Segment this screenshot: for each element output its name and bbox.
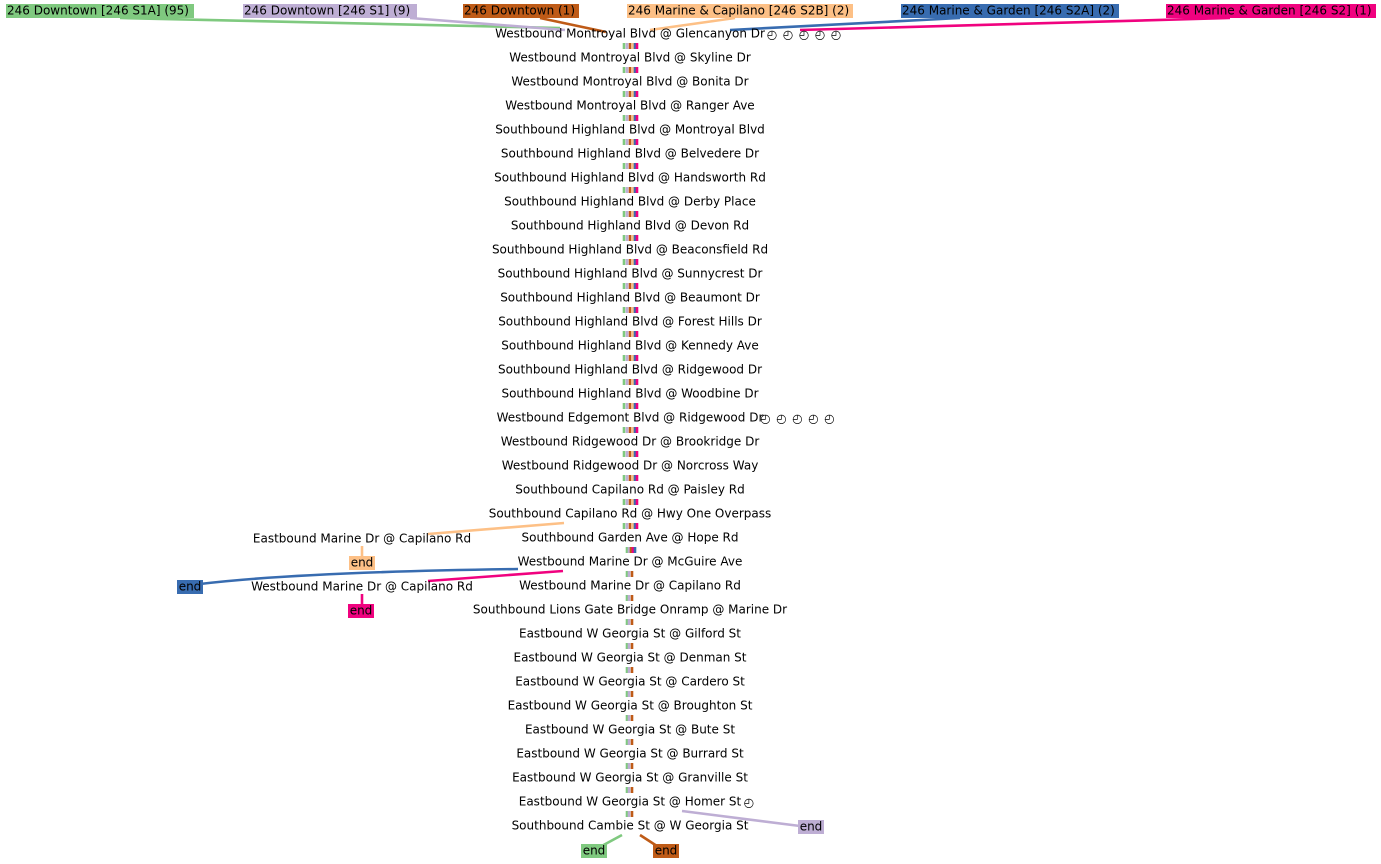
route-badge-label: 246 Downtown [246 S1] (9) [244, 4, 410, 18]
stop-label: Southbound Highland Blvd @ Forest Hills … [498, 315, 762, 329]
end-badge-bg [798, 820, 824, 834]
stop-label: Westbound Montroyal Blvd @ Skyline Dr [509, 51, 751, 65]
timepoint-icon: ◴ [792, 412, 803, 426]
stop-label: Southbound Cambie St @ W Georgia St [512, 819, 749, 833]
stop-label: Southbound Highland Blvd @ Sunnycrest Dr [498, 267, 763, 281]
stop-label: Westbound Edgemont Blvd @ Ridgewood Dr [497, 411, 764, 425]
end-badge-label: end [800, 820, 823, 834]
stop-label: Westbound Montroyal Blvd @ Bonita Dr [511, 75, 748, 89]
stop-label: Westbound Marine Dr @ Capilano Rd [519, 579, 741, 593]
end-badges: end end end end end end [177, 556, 824, 858]
stop-label: Eastbound W Georgia St @ Broughton St [508, 699, 753, 713]
stop-label: Southbound Highland Blvd @ Beaumont Dr [500, 291, 760, 305]
stop-label: Southbound Capilano Rd @ Paisley Rd [515, 483, 744, 497]
route-badge-bg [463, 4, 579, 18]
stop-labels: Westbound Montroyal Blvd @ Glencanyon Dr… [473, 27, 787, 833]
stop-label: Southbound Highland Blvd @ Kennedy Ave [501, 339, 758, 353]
route-connector-s1 [409, 16, 566, 32]
end-badge-label: end [179, 580, 202, 594]
end-badge-bg [653, 844, 679, 858]
stop-label: Eastbound W Georgia St @ Burrard St [516, 747, 744, 761]
branch-stop-labels: Eastbound Marine Dr @ Capilano Rd Westbou… [251, 532, 473, 594]
route-connector-dt1 [539, 16, 607, 34]
timepoint-icon: ◴ [783, 28, 794, 42]
route-badge-bg [6, 4, 194, 18]
trunk-lines [622, 43, 639, 817]
branch-connector-s2a [199, 567, 519, 586]
route-connector-s2a [729, 16, 961, 32]
stop-label: Eastbound W Georgia St @ Denman St [513, 651, 746, 665]
end-badge-label: end [583, 844, 606, 858]
stop-label: Southbound Highland Blvd @ Derby Place [504, 195, 756, 209]
route-badge-label: 246 Downtown (1) [464, 4, 575, 18]
stop-label: Southbound Lions Gate Bridge Onramp @ Ma… [473, 603, 787, 617]
timepoint-icon: ◴ [776, 412, 787, 426]
route-badge-label: 246 Marine & Capilano [246 S2B] (2) [628, 4, 849, 18]
end-badge-bg [348, 604, 374, 618]
end-badge-label: end [351, 556, 374, 570]
route-badge-bg [627, 4, 853, 18]
end-badge-label: end [350, 604, 373, 618]
timepoint-icon: ◴ [760, 412, 771, 426]
stop-label: Southbound Highland Blvd @ Belvedere Dr [501, 147, 759, 161]
end-badge-bg [581, 844, 607, 858]
stop-label: Eastbound W Georgia St @ Gilford St [519, 627, 741, 641]
branch-connector-s2 [427, 569, 564, 583]
route-badge-bg [243, 4, 417, 18]
route-badge-label: 246 Marine & Garden [246 S2A] (2) [902, 4, 1115, 18]
stop-label: Westbound Marine Dr @ McGuire Ave [518, 555, 743, 569]
stop-label: Southbound Highland Blvd @ Woodbine Dr [501, 387, 758, 401]
stop-label: Southbound Capilano Rd @ Hwy One Overpas… [489, 507, 772, 521]
timepoint-icon: ◴ [831, 28, 842, 42]
route-connector-s1a [119, 16, 561, 30]
timepoint-icon: ◴ [824, 412, 835, 426]
route-badge-label: 246 Downtown [246 S1A] (95) [7, 4, 189, 18]
end-badge-bg [177, 580, 203, 594]
stop-label: Southbound Highland Blvd @ Ridgewood Dr [498, 363, 762, 377]
branch-connector-s2b [427, 521, 565, 536]
timepoint-icon: ◴ [808, 412, 819, 426]
stop-label: Southbound Highland Blvd @ Handsworth Rd [494, 171, 766, 185]
stop-label: Eastbound W Georgia St @ Homer St [519, 795, 742, 809]
timepoint-icon: ◴ [767, 28, 778, 42]
end-badge-label: end [655, 844, 678, 858]
stop-label: Westbound Ridgewood Dr @ Norcross Way [502, 459, 759, 473]
branch-stop-label: Westbound Marine Dr @ Capilano Rd [251, 580, 473, 594]
stop-label: Westbound Montroyal Blvd @ Ranger Ave [505, 99, 754, 113]
timepoint-icon: ◴ [744, 796, 755, 810]
end-connector-s1 [681, 809, 801, 828]
timepoint-icon: ◴ [815, 28, 826, 42]
stop-label: Eastbound W Georgia St @ Granville St [512, 771, 748, 785]
stop-label: Southbound Highland Blvd @ Montroyal Blv… [495, 123, 765, 137]
stop-label: Westbound Ridgewood Dr @ Brookridge Dr [501, 435, 760, 449]
route-connector-s2 [799, 16, 1231, 32]
route-badge-bg [1166, 4, 1376, 18]
stop-label: Southbound Highland Blvd @ Beaconsfield … [492, 243, 768, 257]
branch-stop-label: Eastbound Marine Dr @ Capilano Rd [253, 532, 471, 546]
stop-label: Eastbound W Georgia St @ Bute St [525, 723, 735, 737]
route-connector-s2b [649, 16, 736, 32]
route-badge-label: 246 Marine & Garden [246 S2] (1) [1167, 4, 1372, 18]
stop-label: Eastbound W Georgia St @ Cardero St [515, 675, 745, 689]
route-badge-bg [901, 4, 1119, 18]
route-legend: 246 Downtown [246 S1A] (95) 246 Downtown … [6, 4, 1376, 18]
timepoint-markers: ◴ ◴ ◴ ◴ ◴ ◴ ◴ ◴ ◴ ◴ ◴ [744, 28, 842, 810]
stop-label: Southbound Garden Ave @ Hope Rd [521, 531, 738, 545]
end-badge-bg [349, 556, 375, 570]
stop-label: Westbound Montroyal Blvd @ Glencanyon Dr [495, 27, 765, 41]
timepoint-icon: ◴ [799, 28, 810, 42]
stop-label: Southbound Highland Blvd @ Devon Rd [511, 219, 749, 233]
